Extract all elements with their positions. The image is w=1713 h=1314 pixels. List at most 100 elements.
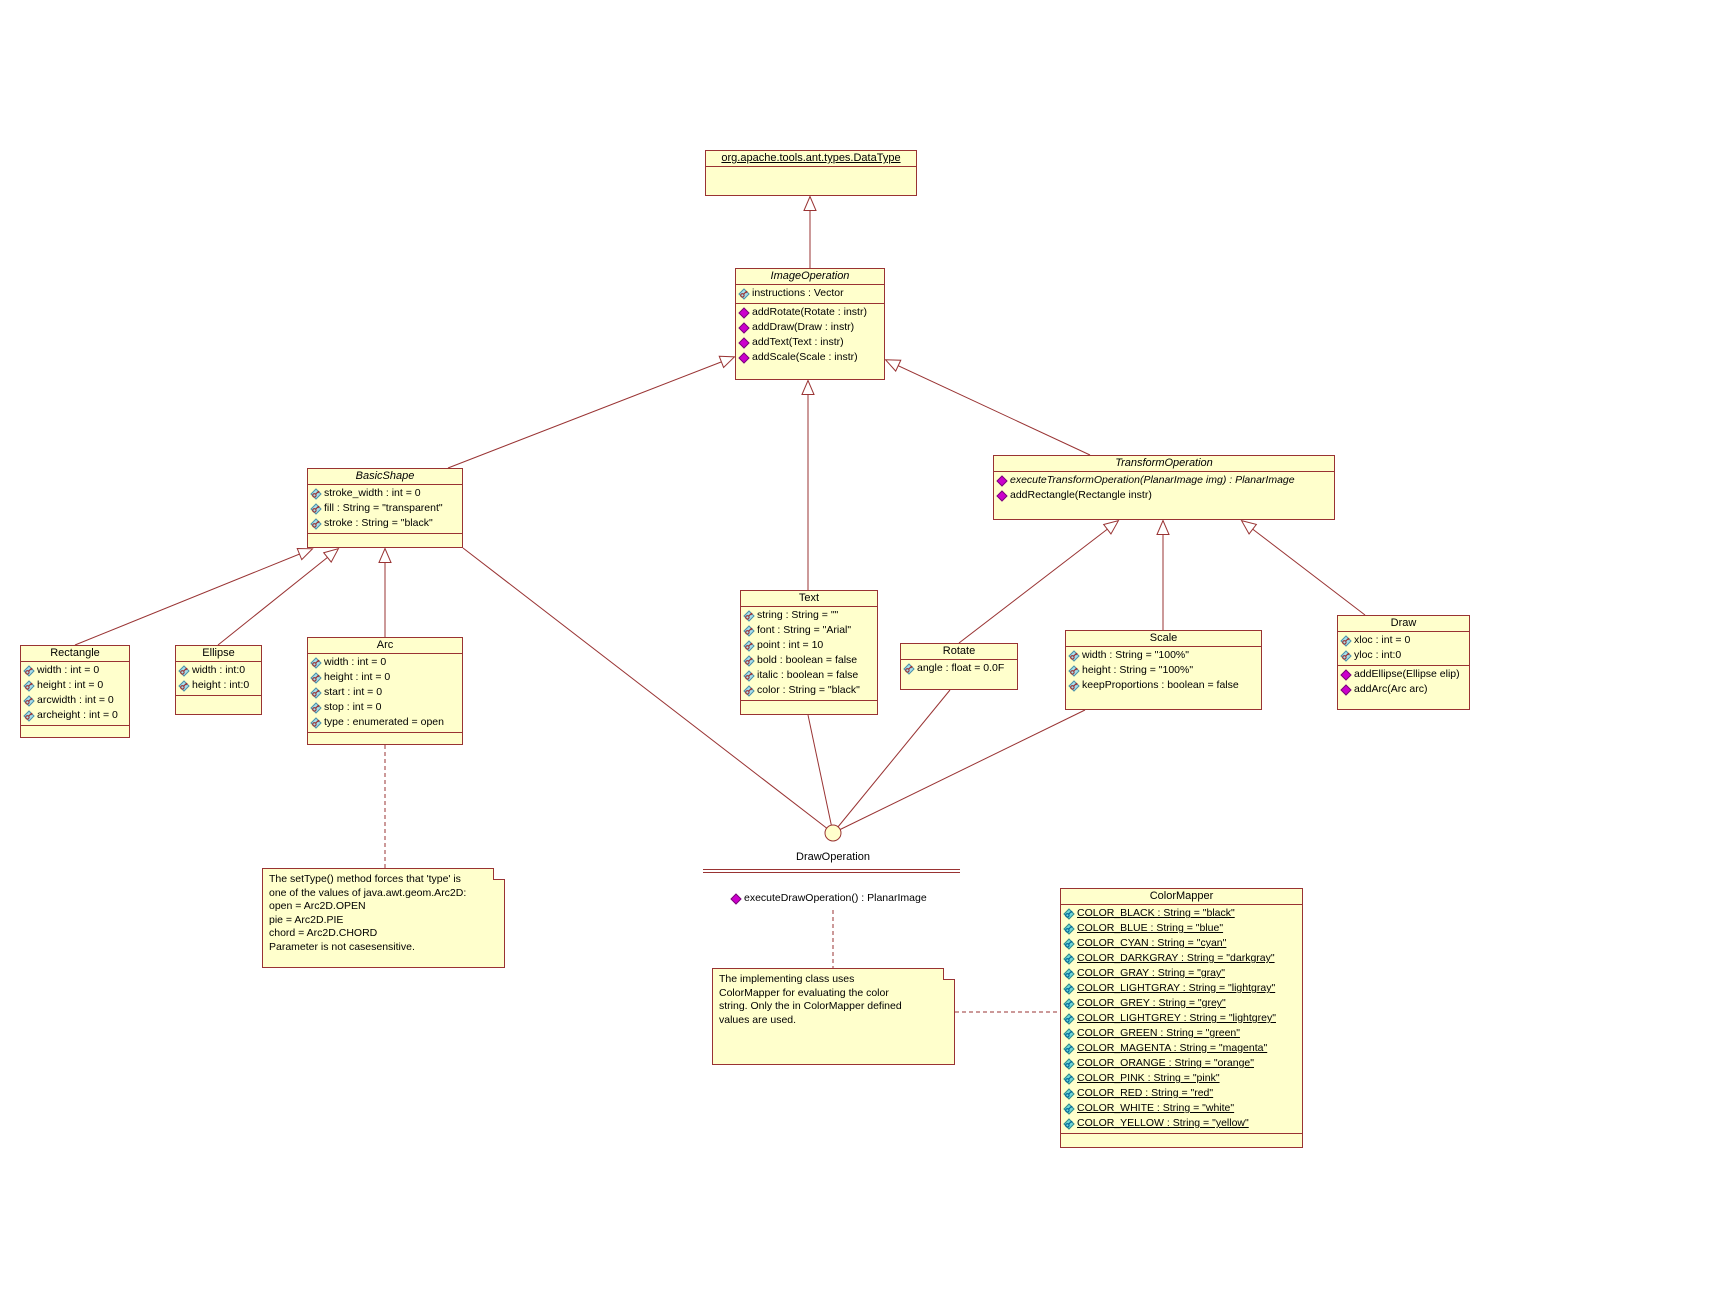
attribute-row: width : String = "100%" bbox=[1066, 648, 1261, 663]
method-icon bbox=[738, 307, 750, 318]
attribute-icon bbox=[23, 694, 35, 707]
class-arc[interactable]: Arc width : int = 0 height : int = 0 sta… bbox=[307, 637, 463, 745]
static-attribute-icon bbox=[1063, 907, 1075, 920]
attributes-compartment: COLOR_BLACK : String = "black" COLOR_BLU… bbox=[1061, 904, 1302, 1133]
attribute-label: keepProportions : boolean = false bbox=[1082, 679, 1239, 691]
class-imageoperation[interactable]: ImageOperation instructions : Vector add… bbox=[735, 268, 885, 380]
static-attribute-icon bbox=[1063, 982, 1075, 995]
attribute-icon bbox=[310, 716, 322, 729]
static-attribute-icon bbox=[1063, 1042, 1075, 1055]
attribute-icon bbox=[1068, 649, 1080, 662]
class-datatype[interactable]: org.apache.tools.ant.types.DataType bbox=[705, 150, 917, 196]
static-attribute-label: COLOR_BLACK : String = "black" bbox=[1077, 907, 1235, 919]
gen-transformoperation-imageoperation bbox=[886, 360, 1091, 456]
static-attribute-row: COLOR_YELLOW : String = "yellow" bbox=[1061, 1116, 1302, 1131]
method-icon bbox=[738, 337, 750, 348]
static-attribute-row: COLOR_CYAN : String = "cyan" bbox=[1061, 936, 1302, 951]
empty-compartment bbox=[21, 725, 129, 737]
attribute-row: keepProportions : boolean = false bbox=[1066, 678, 1261, 693]
attribute-label: width : int = 0 bbox=[324, 656, 387, 668]
note-line: The implementing class uses bbox=[719, 973, 855, 985]
class-draw[interactable]: Draw xloc : int = 0 yloc : int:0 addElli… bbox=[1337, 615, 1470, 710]
class-title: Rotate bbox=[942, 645, 976, 657]
method-row: executeTransformOperation(PlanarImage im… bbox=[994, 473, 1334, 488]
method-label: addDraw(Draw : instr) bbox=[752, 321, 855, 333]
attribute-icon bbox=[310, 502, 322, 515]
attribute-row: type : enumerated = open bbox=[308, 715, 462, 730]
attribute-row: start : int = 0 bbox=[308, 685, 462, 700]
class-title: Arc bbox=[376, 639, 394, 651]
attribute-row: italic : boolean = false bbox=[741, 668, 877, 683]
static-attribute-row: COLOR_GREEN : String = "green" bbox=[1061, 1026, 1302, 1041]
static-attribute-icon bbox=[1063, 997, 1075, 1010]
attribute-icon bbox=[23, 679, 35, 692]
static-attribute-row: COLOR_ORANGE : String = "orange" bbox=[1061, 1056, 1302, 1071]
attribute-label: angle : float = 0.0F bbox=[917, 662, 1005, 674]
attribute-label: fill : String = "transparent" bbox=[324, 502, 443, 514]
attribute-row: stop : int = 0 bbox=[308, 700, 462, 715]
note-colormapper-usage[interactable]: The implementing class uses ColorMapper … bbox=[712, 968, 955, 1065]
empty-compartment bbox=[706, 166, 916, 195]
attribute-row: string : String = "" bbox=[741, 608, 877, 623]
interface-lollipop-circle[interactable] bbox=[824, 824, 842, 842]
static-attribute-icon bbox=[1063, 1087, 1075, 1100]
static-attribute-icon bbox=[1063, 1012, 1075, 1025]
attribute-row: stroke : String = "black" bbox=[308, 516, 462, 531]
class-text[interactable]: Text string : String = "" font : String … bbox=[740, 590, 878, 715]
attribute-row: instructions : Vector bbox=[736, 286, 884, 301]
method-label: addScale(Scale : instr) bbox=[752, 351, 858, 363]
note-arc-settype[interactable]: The setType() method forces that 'type' … bbox=[262, 868, 505, 968]
class-rotate[interactable]: Rotate angle : float = 0.0F bbox=[900, 643, 1018, 690]
note-line: The setType() method forces that 'type' … bbox=[269, 873, 461, 885]
attribute-icon bbox=[178, 664, 190, 677]
class-transformoperation[interactable]: TransformOperation executeTransformOpera… bbox=[993, 455, 1335, 520]
attribute-icon bbox=[743, 624, 755, 637]
class-ellipse[interactable]: Ellipse width : int:0 height : int:0 bbox=[175, 645, 262, 715]
attribute-row: arcwidth : int = 0 bbox=[21, 693, 129, 708]
attribute-label: bold : boolean = false bbox=[757, 654, 858, 666]
static-attribute-label: COLOR_LIGHTGREY : String = "lightgrey" bbox=[1077, 1012, 1276, 1024]
static-attribute-icon bbox=[1063, 937, 1075, 950]
static-attribute-label: COLOR_PINK : String = "pink" bbox=[1077, 1072, 1220, 1084]
static-attribute-icon bbox=[1063, 1072, 1075, 1085]
class-rectangle[interactable]: Rectangle width : int = 0 height : int =… bbox=[20, 645, 130, 738]
static-attribute-row: COLOR_BLUE : String = "blue" bbox=[1061, 921, 1302, 936]
method-icon bbox=[730, 893, 742, 904]
class-title: Text bbox=[798, 592, 820, 604]
attribute-row: stroke_width : int = 0 bbox=[308, 486, 462, 501]
interface-name[interactable]: DrawOperation bbox=[796, 851, 870, 863]
static-attribute-icon bbox=[1063, 1057, 1075, 1070]
empty-compartment bbox=[308, 533, 462, 547]
static-attribute-icon bbox=[1063, 922, 1075, 935]
class-basicshape[interactable]: BasicShape stroke_width : int = 0 fill :… bbox=[307, 468, 463, 548]
attribute-icon bbox=[1068, 664, 1080, 677]
attribute-label: archeight : int = 0 bbox=[37, 709, 118, 721]
attribute-label: arcwidth : int = 0 bbox=[37, 694, 114, 706]
attribute-icon bbox=[1340, 649, 1352, 662]
method-icon bbox=[996, 490, 1008, 501]
note-line: open = Arc2D.OPEN bbox=[269, 900, 366, 912]
class-scale[interactable]: Scale width : String = "100%" height : S… bbox=[1065, 630, 1262, 710]
method-row: addEllipse(Ellipse elip) bbox=[1338, 667, 1469, 682]
note-line: string. Only the in ColorMapper defined bbox=[719, 1000, 902, 1012]
attribute-icon bbox=[743, 684, 755, 697]
attribute-label: stroke_width : int = 0 bbox=[324, 487, 421, 499]
static-attribute-row: COLOR_RED : String = "red" bbox=[1061, 1086, 1302, 1101]
attributes-compartment: width : int = 0 height : int = 0 arcwidt… bbox=[21, 661, 129, 725]
empty-compartment bbox=[741, 700, 877, 714]
methods-compartment: addRotate(Rotate : instr) addDraw(Draw :… bbox=[736, 303, 884, 379]
method-label: addEllipse(Ellipse elip) bbox=[1354, 668, 1460, 680]
interface-method: executeDrawOperation() : PlanarImage bbox=[728, 891, 929, 906]
attribute-label: width : String = "100%" bbox=[1082, 649, 1189, 661]
attribute-row: font : String = "Arial" bbox=[741, 623, 877, 638]
attribute-label: type : enumerated = open bbox=[324, 716, 444, 728]
attribute-label: yloc : int:0 bbox=[1354, 649, 1402, 661]
static-attribute-icon bbox=[1063, 967, 1075, 980]
attribute-icon bbox=[743, 669, 755, 682]
interface-separator bbox=[703, 869, 960, 873]
class-colormapper[interactable]: ColorMapper COLOR_BLACK : String = "blac… bbox=[1060, 888, 1303, 1148]
attributes-compartment: width : String = "100%" height : String … bbox=[1066, 646, 1261, 709]
note-fold-corner-icon bbox=[943, 968, 955, 980]
attribute-row: archeight : int = 0 bbox=[21, 708, 129, 723]
class-title: TransformOperation bbox=[1115, 457, 1213, 469]
